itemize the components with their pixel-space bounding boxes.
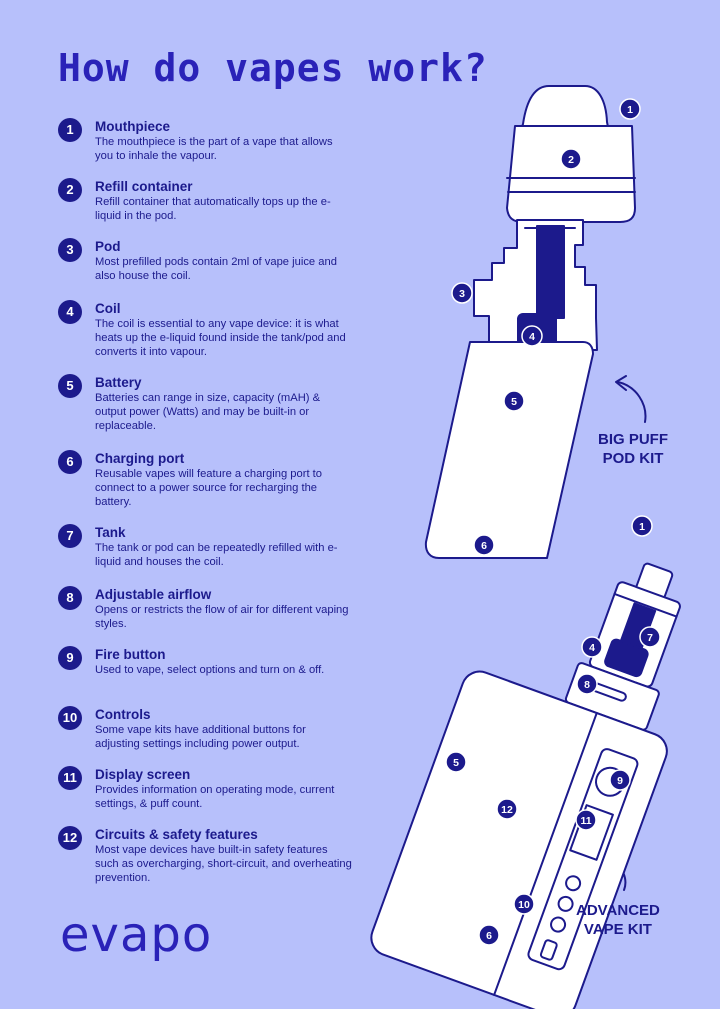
- part-title: Refill container: [95, 179, 193, 194]
- svg-text:11: 11: [580, 815, 591, 827]
- part-description: Some vape kits have additional buttons f…: [95, 724, 306, 750]
- badge-pod-5: 5: [503, 390, 525, 412]
- part-title: Adjustable airflow: [95, 587, 212, 602]
- badge-pod-1: 1: [619, 98, 641, 120]
- svg-text:8: 8: [584, 679, 590, 691]
- pod-kit-label: BIG PUFF POD KIT: [598, 431, 668, 467]
- number-badge: 5: [58, 374, 82, 398]
- part-description: Reusable vapes will feature a charging p…: [95, 468, 322, 508]
- part-description: Most vape devices have built-in safety f…: [95, 844, 352, 884]
- part-description: Batteries can range in size, capacity (m…: [95, 392, 321, 432]
- pod-illustration: [473, 219, 598, 351]
- number-badge: 10: [58, 706, 82, 730]
- badge-pod-3: 3: [451, 282, 473, 304]
- svg-text:7: 7: [647, 632, 653, 644]
- badge-kit-10: 10: [513, 893, 535, 915]
- number-badge: 8: [58, 586, 82, 610]
- badge-kit-4: 4: [581, 636, 603, 658]
- badge-kit-11: 11: [575, 809, 597, 831]
- svg-text:10: 10: [518, 899, 530, 911]
- part-title: Circuits & safety features: [95, 827, 258, 842]
- badge-pod-4: 4: [521, 325, 543, 347]
- part-description: Refill container that automatically tops…: [95, 196, 331, 222]
- svg-text:12: 12: [501, 804, 513, 816]
- evapo-logo: evapo: [60, 907, 213, 963]
- battery-illustration: [424, 341, 594, 559]
- number-badge: 7: [58, 524, 82, 548]
- number-badge: 4: [58, 300, 82, 324]
- vape-kit-label: ADVANCED VAPE KIT: [576, 902, 660, 938]
- part-title: Display screen: [95, 767, 191, 782]
- svg-text:5: 5: [511, 396, 517, 408]
- advanced-kit-illustration: [370, 562, 681, 1009]
- number-badge: 2: [58, 178, 82, 202]
- badge-pod-2: 2: [560, 148, 582, 170]
- refill-container-illustration: [506, 125, 636, 223]
- part-title: Battery: [95, 375, 142, 390]
- part-description: Most prefilled pods contain 2ml of vape …: [95, 256, 337, 282]
- part-description: The tank or pod can be repeatedly refill…: [95, 542, 338, 568]
- part-title: Tank: [95, 525, 126, 540]
- svg-text:2: 2: [568, 154, 574, 166]
- part-description: The coil is essential to any vape device…: [95, 318, 346, 358]
- badge-kit-6: 6: [478, 924, 500, 946]
- number-badge: 1: [58, 118, 82, 142]
- svg-text:6: 6: [481, 540, 487, 552]
- badge-kit-1: 1: [631, 515, 653, 537]
- part-title: Charging port: [95, 451, 185, 466]
- badge-kit-7: 7: [639, 626, 661, 648]
- svg-text:1: 1: [627, 104, 633, 116]
- svg-text:4: 4: [589, 642, 595, 654]
- number-badge: 3: [58, 238, 82, 262]
- number-badge: 9: [58, 646, 82, 670]
- badge-kit-5: 5: [445, 751, 467, 773]
- part-title: Fire button: [95, 647, 166, 662]
- badge-kit-9: 9: [609, 769, 631, 791]
- part-description: Used to vape, select options and turn on…: [95, 664, 325, 676]
- part-title: Coil: [95, 301, 121, 316]
- svg-text:9: 9: [617, 775, 623, 787]
- page-title: How do vapes work?: [58, 46, 488, 90]
- mod-body-drawing: [370, 670, 668, 1009]
- svg-text:3: 3: [459, 288, 465, 300]
- mouthpiece-illustration: [519, 85, 610, 133]
- badge-kit-12: 12: [496, 798, 518, 820]
- number-badge: 6: [58, 450, 82, 474]
- part-description: Provides information on operating mode, …: [95, 784, 335, 810]
- badge-kit-8: 8: [576, 673, 598, 695]
- part-description: Opens or restricts the flow of air for d…: [95, 604, 349, 630]
- part-title: Mouthpiece: [95, 119, 171, 134]
- number-badge: 12: [58, 826, 82, 850]
- pod-kit-arrow: [615, 375, 647, 423]
- part-description: The mouthpiece is the part of a vape tha…: [95, 136, 333, 162]
- part-title: Controls: [95, 707, 151, 722]
- svg-text:1: 1: [639, 521, 645, 533]
- badge-pod-6: 6: [473, 534, 495, 556]
- svg-text:6: 6: [486, 930, 492, 942]
- svg-text:4: 4: [529, 331, 535, 343]
- number-badge: 11: [58, 766, 82, 790]
- part-title: Pod: [95, 239, 121, 254]
- svg-text:5: 5: [453, 757, 459, 769]
